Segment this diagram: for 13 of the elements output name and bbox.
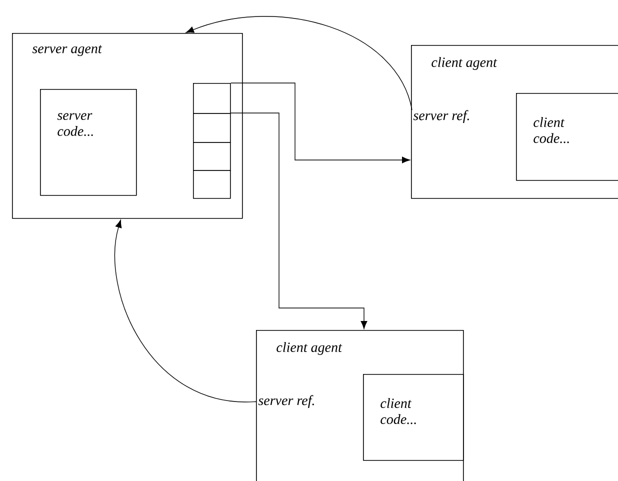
arrow: [230, 112, 368, 329]
queue-slot: [193, 170, 231, 199]
code-box: client code...: [363, 374, 464, 461]
code-box: server code...: [40, 89, 137, 196]
queue-slot: [193, 142, 231, 171]
arrow: [114, 220, 256, 402]
code-box: client code...: [516, 93, 618, 181]
reference-label: server ref.: [258, 395, 314, 408]
queue-slot: [193, 83, 231, 114]
queue-slot: [193, 113, 231, 143]
arrow: [230, 82, 410, 164]
arrow: [186, 16, 412, 110]
reference-label: server ref.: [413, 110, 469, 124]
